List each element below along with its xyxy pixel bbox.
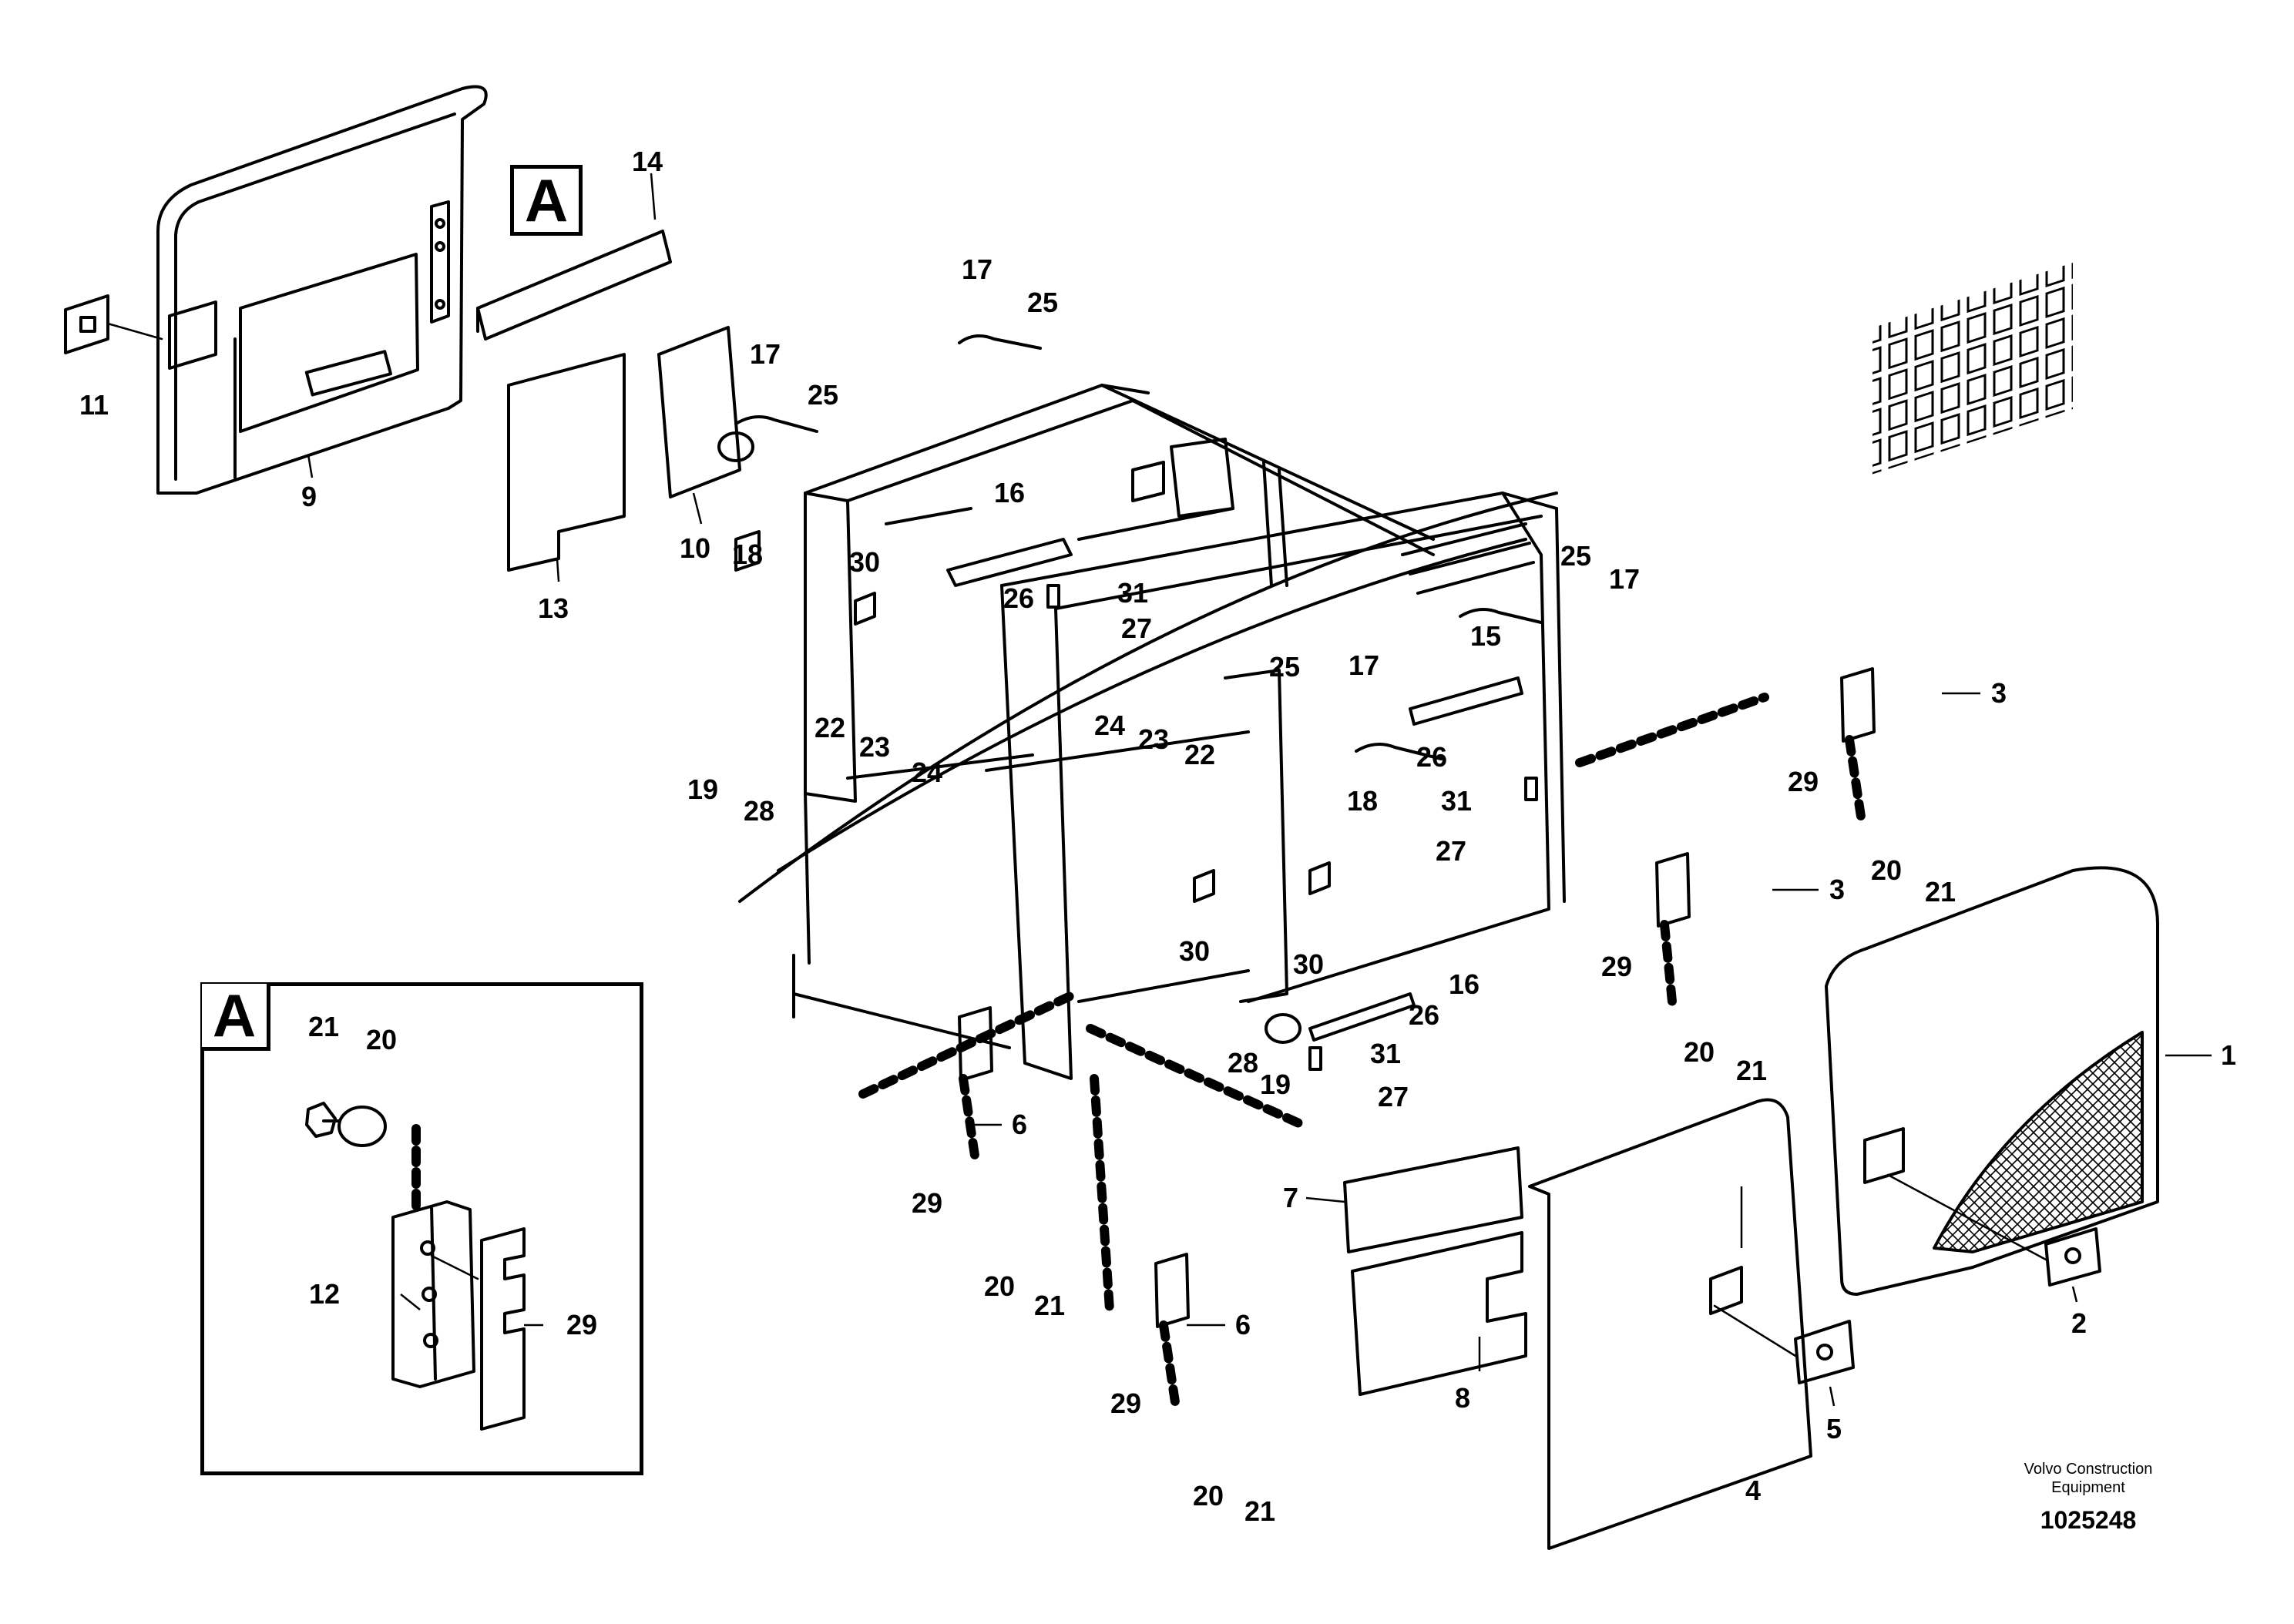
part-label-6: 6: [1011, 1109, 1028, 1140]
part-label-23: 23: [858, 731, 891, 763]
part-label-21: 21: [1924, 876, 1956, 908]
part-label-28: 28: [1227, 1047, 1259, 1079]
part-label-1: 1: [2220, 1039, 2237, 1071]
part-label-29: 29: [1110, 1387, 1142, 1419]
part-label-25: 25: [1026, 287, 1059, 318]
part-label-30: 30: [1292, 948, 1325, 980]
part-label-17: 17: [1608, 563, 1641, 595]
publisher-division: Equipment: [2051, 1479, 2125, 1496]
part-label-9: 9: [301, 481, 317, 512]
part-label-31: 31: [1440, 785, 1473, 817]
part-label-22: 22: [1184, 739, 1216, 770]
part-label-31: 31: [1117, 577, 1149, 609]
part-label-15: 15: [1469, 620, 1502, 652]
part-label-17: 17: [1348, 649, 1380, 681]
part-label-10: 10: [679, 532, 711, 564]
part-label-5: 5: [1825, 1413, 1842, 1444]
part-label-21: 21: [307, 1011, 340, 1042]
part-label-6: 6: [1234, 1309, 1251, 1340]
part-label-21: 21: [1244, 1495, 1276, 1527]
part-label-21: 21: [1033, 1290, 1066, 1321]
part-label-31: 31: [1369, 1038, 1402, 1069]
part-label-13: 13: [537, 592, 569, 624]
part-label-19: 19: [687, 773, 719, 805]
part-label-3: 3: [1829, 874, 1846, 905]
part-label-3: 3: [1990, 677, 2007, 709]
part-label-30: 30: [1178, 935, 1211, 967]
door-latch: [64, 294, 163, 354]
part-label-12: 12: [308, 1278, 341, 1310]
part-label-18: 18: [731, 539, 764, 570]
part-label-30: 30: [848, 546, 881, 578]
part-label-29: 29: [1787, 766, 1819, 797]
detail-callout-box-inset: A: [202, 981, 270, 1051]
insulation-pad: [657, 326, 741, 498]
part-label-27: 27: [1377, 1081, 1409, 1112]
part-label-14: 14: [631, 146, 663, 177]
part-label-25: 25: [1268, 651, 1301, 683]
panel-pad-top: [1343, 1146, 1523, 1253]
part-label-29: 29: [1600, 951, 1633, 982]
part-label-24: 24: [1093, 710, 1126, 741]
part-label-20: 20: [365, 1024, 398, 1055]
drawing-number: 1025248: [2040, 1506, 2137, 1534]
part-label-16: 16: [993, 477, 1026, 508]
part-label-25: 25: [1560, 540, 1592, 572]
part-label-28: 28: [743, 795, 775, 827]
part-label-17: 17: [749, 338, 781, 370]
part-label-16: 16: [1448, 968, 1480, 1000]
part-label-8: 8: [1454, 1382, 1471, 1414]
detail-a-frame: [200, 982, 643, 1475]
part-label-7: 7: [1282, 1182, 1299, 1213]
label-leaders: [307, 173, 2212, 1407]
detail-inset-letter: A: [212, 981, 257, 1049]
part-label-21: 21: [1735, 1055, 1768, 1086]
part-label-26: 26: [1416, 741, 1448, 773]
counterweight-arc-inner: [777, 538, 1527, 872]
insulation-sheet: [507, 353, 626, 572]
panel-pad-bottom: [1351, 1231, 1527, 1396]
door-panel: [156, 85, 488, 495]
counterweight-arc: [738, 492, 1558, 903]
detail-a-hinge: [305, 1102, 526, 1431]
publisher-name: Volvo Construction: [2024, 1461, 2153, 1478]
side-panel-vented: [1825, 262, 2159, 1296]
part-label-2: 2: [2071, 1307, 2087, 1339]
cab-frame: [792, 384, 1566, 1080]
part-label-19: 19: [1259, 1069, 1291, 1100]
detail-callout-letter: A: [524, 166, 569, 234]
part-label-25: 25: [807, 379, 839, 411]
part-label-4: 4: [1745, 1475, 1762, 1506]
insulation-pad-top: [476, 230, 672, 341]
part-label-20: 20: [983, 1270, 1016, 1302]
part-label-29: 29: [911, 1187, 943, 1219]
part-label-27: 27: [1120, 612, 1153, 644]
part-label-26: 26: [1408, 999, 1440, 1031]
hardware-bolts: [717, 334, 1876, 1328]
hinge-leader-dashes: [411, 693, 1866, 1407]
publisher-credit: Volvo Construction Equipment 1025248: [2024, 1460, 2153, 1535]
part-label-23: 23: [1137, 723, 1170, 755]
part-label-27: 27: [1435, 835, 1467, 867]
part-label-20: 20: [1683, 1036, 1715, 1068]
part-label-26: 26: [1003, 582, 1035, 614]
detail-callout-box-top: A: [510, 165, 583, 236]
part-label-17: 17: [961, 253, 993, 285]
part-label-18: 18: [1346, 785, 1379, 817]
part-label-24: 24: [911, 757, 943, 788]
part-label-29: 29: [566, 1309, 598, 1340]
panel-lock-center: [1713, 1304, 1855, 1384]
part-label-22: 22: [814, 712, 846, 743]
part-label-11: 11: [79, 389, 109, 421]
part-label-20: 20: [1192, 1480, 1224, 1512]
part-label-20: 20: [1870, 854, 1903, 886]
panel-lock-right: [1886, 1173, 2101, 1287]
side-panel-door: [1528, 1098, 1812, 1550]
